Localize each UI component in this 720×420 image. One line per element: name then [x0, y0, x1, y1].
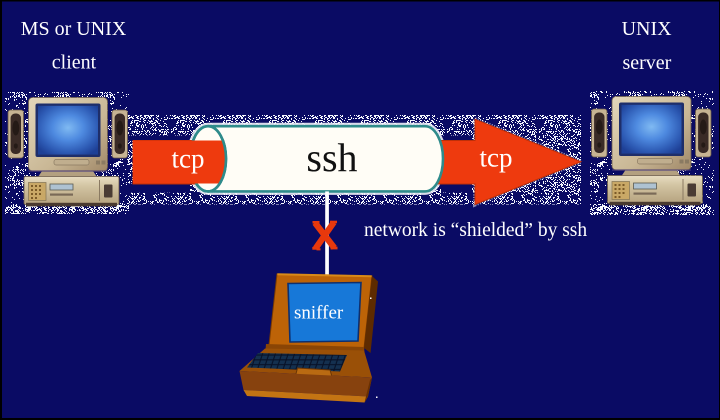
svg-text:server: server: [622, 52, 671, 74]
svg-text:tcp: tcp: [480, 142, 513, 172]
svg-text:ssh: ssh: [306, 135, 357, 180]
svg-text:client: client: [52, 52, 97, 74]
svg-text:network is “shielded” by ssh: network is “shielded” by ssh: [364, 220, 587, 241]
svg-text:tcp: tcp: [172, 143, 205, 173]
svg-text:UNIX: UNIX: [622, 18, 673, 40]
svg-text:MS or UNIX: MS or UNIX: [21, 18, 127, 40]
svg-text:sniffer: sniffer: [294, 303, 344, 324]
